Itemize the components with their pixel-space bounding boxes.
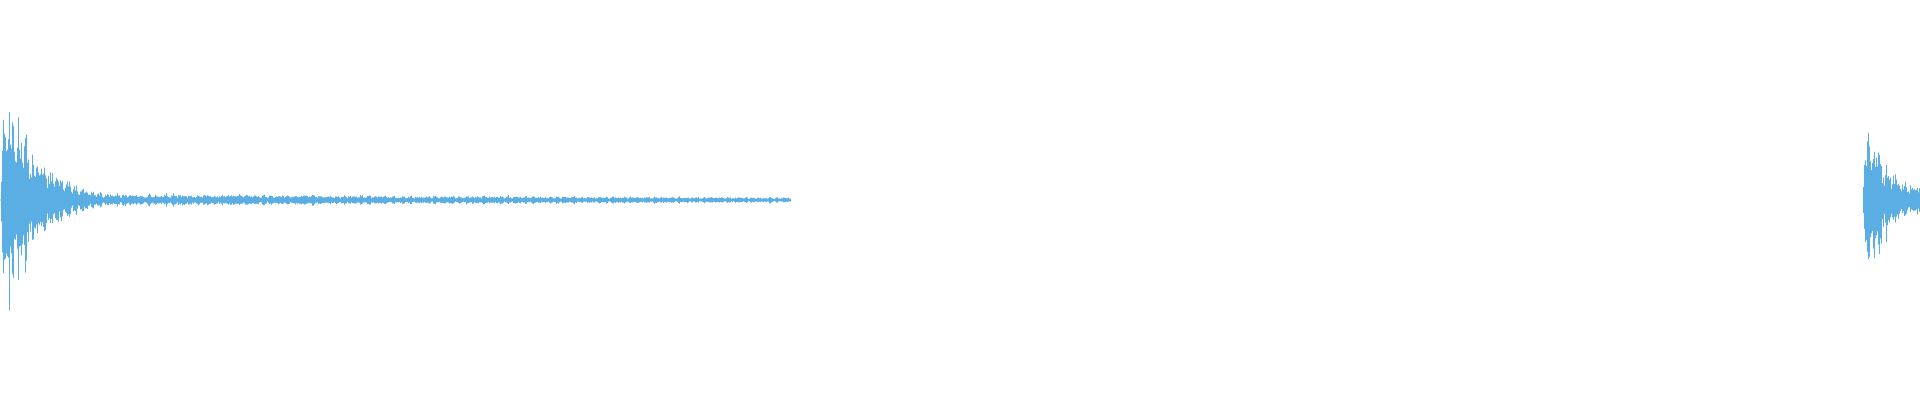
waveform-transient-1-path xyxy=(0,112,791,311)
waveform-layer xyxy=(0,112,1920,311)
waveform-transient-1 xyxy=(0,112,791,311)
waveform-transient-2-path xyxy=(1863,132,1920,260)
waveform-transient-2 xyxy=(1863,132,1920,260)
